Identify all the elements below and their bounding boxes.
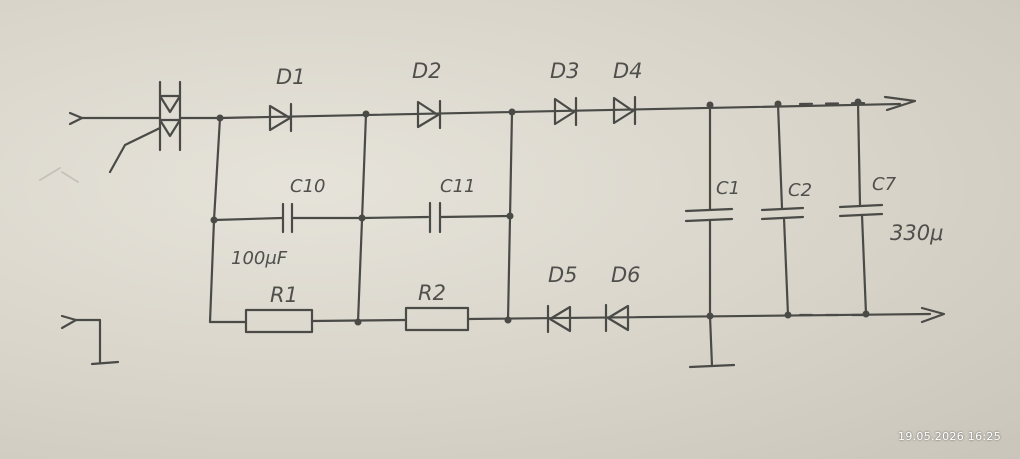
- label-c10: C10: [290, 176, 325, 197]
- label-r2: R2: [418, 281, 446, 305]
- label-d4: D4: [613, 59, 643, 83]
- resistor-r1: [244, 308, 314, 334]
- label-c7: C7: [872, 174, 897, 195]
- label-d1: D1: [276, 65, 306, 89]
- diode-d6: [604, 303, 630, 333]
- top-output-arrow: [883, 95, 917, 112]
- input-terminal: [68, 111, 162, 126]
- faint-mark: [39, 167, 79, 183]
- diode-d3: [553, 96, 578, 127]
- capacitor-c1: [684, 103, 734, 318]
- label-d3: D3: [550, 59, 580, 83]
- capacitor-c10: [281, 202, 294, 234]
- capacitor-c11: [428, 201, 442, 234]
- diode-d4: [612, 95, 637, 126]
- label-d5: D5: [548, 263, 578, 287]
- capacitor-c7: [838, 100, 884, 316]
- label-c11: C11: [440, 176, 475, 197]
- bottom-output-arrow: [920, 306, 946, 324]
- diode-d5: [546, 304, 572, 334]
- timestamp: 19.05.2026 16:25: [898, 430, 1001, 443]
- label-r1: R1: [270, 283, 298, 307]
- label-d6: D6: [611, 263, 641, 287]
- diode-d1: [268, 102, 293, 133]
- label-d2: D2: [412, 59, 442, 83]
- second-input-terminal: [60, 314, 120, 366]
- label-c1: C1: [716, 178, 740, 199]
- label-c2: C2: [788, 180, 812, 201]
- diode-d2: [416, 99, 442, 130]
- top-rail: [218, 102, 902, 120]
- ground-symbol: [688, 314, 736, 369]
- capacitor-c2: [760, 102, 805, 317]
- resistor-r2: [404, 306, 470, 332]
- label-cap-value-100: 100μF: [231, 248, 288, 269]
- triac-symbol: [108, 80, 222, 174]
- junction-dots: [210, 98, 870, 326]
- label-cap-value-330: 330μ: [890, 221, 943, 245]
